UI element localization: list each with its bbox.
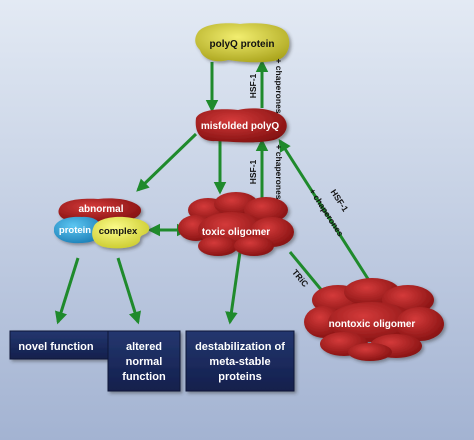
altered-line2: normal — [126, 356, 163, 368]
complex-label: complex — [99, 226, 138, 237]
altered-line3: function — [122, 371, 166, 383]
protein-label: protein — [59, 225, 91, 236]
hsf1-top-label: HSF-1 — [248, 73, 258, 98]
novel-function-label: novel function — [18, 341, 93, 353]
polyq-protein-node — [195, 23, 290, 63]
toxic-oligomer-label: toxic oligomer — [202, 227, 270, 238]
altered-function-box — [107, 330, 181, 392]
arrow-to-altered-function — [116, 257, 142, 325]
altered-line1: altered — [126, 341, 162, 353]
misfolded-polyq-node — [195, 108, 287, 143]
outcome-boxes — [9, 330, 295, 392]
destab-line2: meta-stable — [209, 356, 270, 368]
misfolded-polyq-label: misfolded polyQ — [201, 121, 280, 132]
destab-line3: proteins — [218, 371, 261, 383]
novel-function-box — [9, 330, 126, 360]
nontoxic-oligomer-node — [304, 278, 444, 361]
abnormal-label: abnormal — [78, 204, 123, 215]
toxic-oligomer-node — [178, 192, 294, 256]
arrow-misfolded-to-abnormal — [136, 132, 198, 192]
arrow-nontoxic-to-misfolded — [278, 138, 372, 283]
abnormal-complex-node — [54, 198, 150, 249]
hsf1-mid-label: HSF-1 — [248, 159, 258, 184]
polyq-protein-label: polyQ protein — [210, 39, 275, 50]
arrow-to-novel-function — [54, 257, 80, 325]
destab-line1: destabilization of — [195, 341, 285, 353]
arrow-to-destabilization — [225, 251, 242, 325]
chaperones-top-label: + chaperones — [274, 58, 284, 113]
chaperones-mid-label: + chaperones — [274, 144, 284, 199]
destabilization-box — [185, 330, 295, 392]
nontoxic-oligomer-label: nontoxic oligomer — [329, 319, 416, 330]
